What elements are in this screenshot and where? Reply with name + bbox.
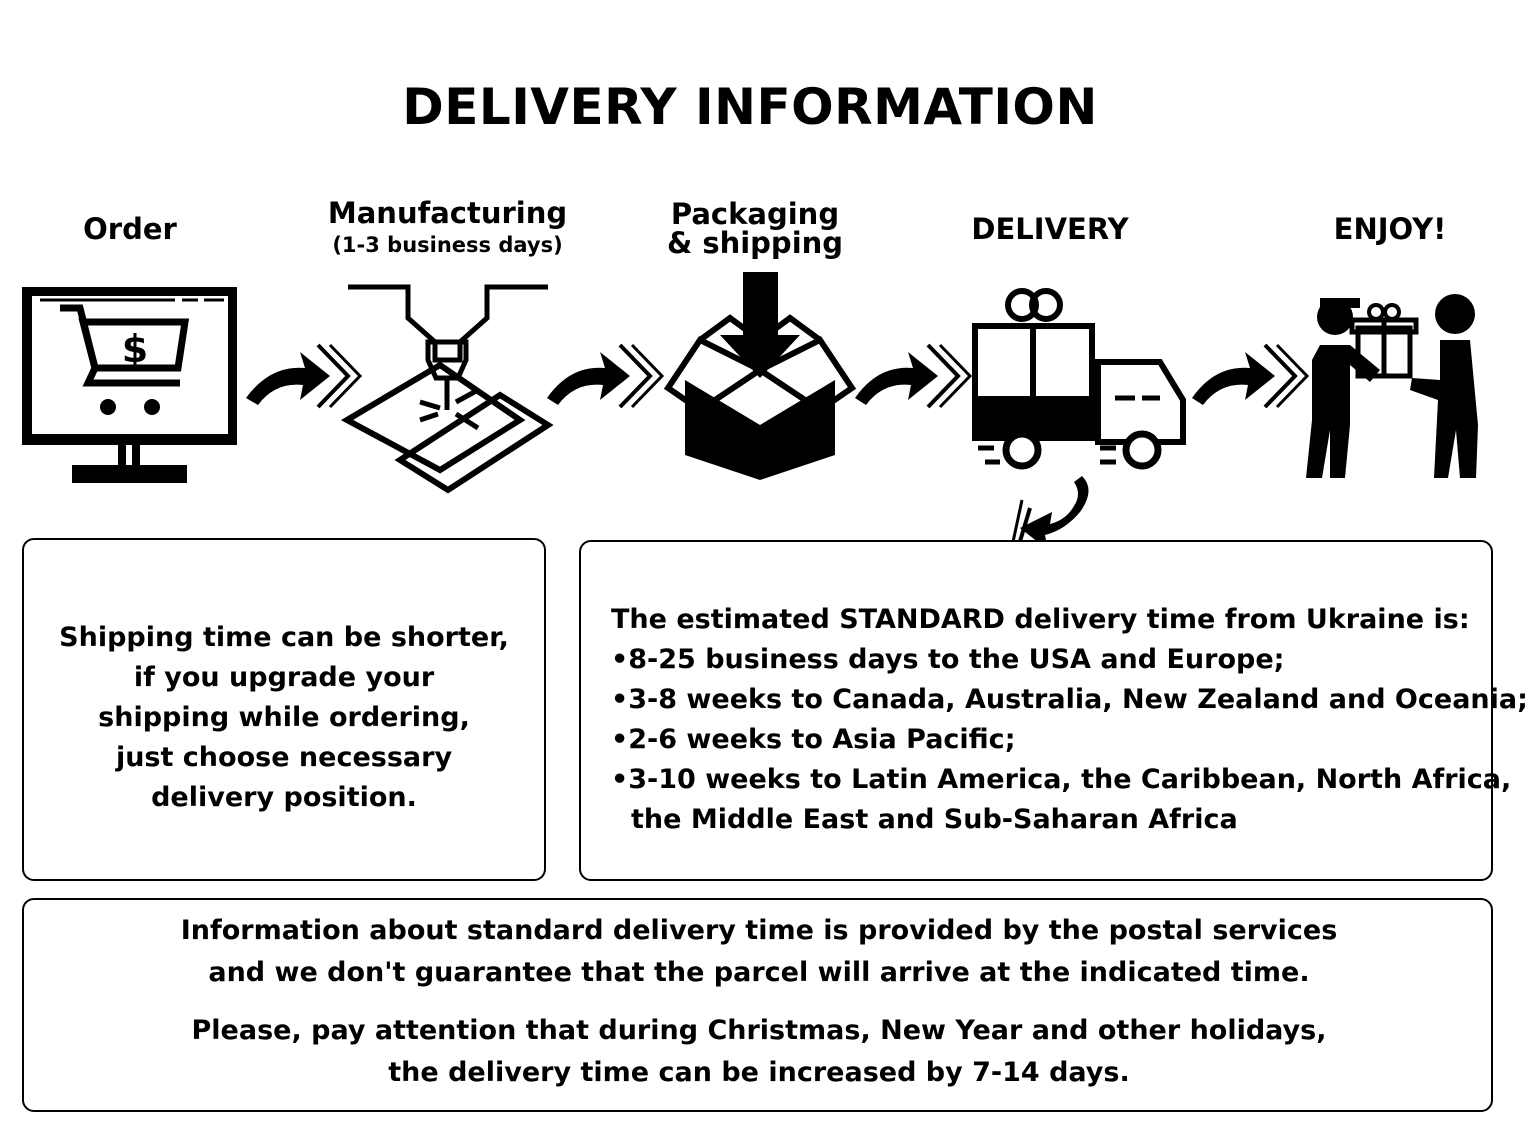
step-packaging-label: Packaging [670,197,840,231]
bullet-latin-america: •3-10 weeks to Latin America, the Caribb… [611,764,1512,795]
left-line-5: delivery position. [151,782,417,813]
left-info-box [22,538,546,881]
step-label-delivery: DELIVERY [950,212,1150,246]
step-order-label: Order [83,212,177,246]
step-enjoy-label: ENJOY! [1333,212,1447,246]
curved-arrow-icon [855,343,973,409]
step-manufacturing-sub: (1-3 business days) [332,232,563,257]
postal-disclaimer: Information about standard delivery time… [24,910,1494,994]
laser-cutting-icon [340,284,554,494]
curved-arrow-icon [246,343,363,409]
left-line-1: Shipping time can be shorter, [59,622,509,653]
step-label-enjoy: ENJOY! [1300,212,1480,246]
page-title: DELIVERY INFORMATION [402,78,1098,136]
open-box-icon [663,272,857,480]
step-label-manufacturing: Manufacturing (1-3 business days) [300,196,595,257]
left-info-text: Shipping time can be shorter, if you upg… [22,618,546,818]
right-info-box [579,540,1493,881]
left-line-3: shipping while ordering, [98,702,470,733]
process-icons: $ [22,272,1478,564]
holiday-notice: Please, pay attention that during Christ… [24,1010,1494,1094]
step-manufacturing-label: Manufacturing [327,196,568,230]
bullet-usa-europe: •8-25 business days to the USA and Europ… [611,644,1285,675]
holiday-notice-line-1: Please, pay attention that during Christ… [191,1015,1327,1046]
gift-handover-icon [1306,294,1478,478]
step-label-order: Order [40,212,220,246]
delivery-truck-icon [972,288,1186,470]
postal-disclaimer-line-2: and we don't guarantee that the parcel w… [208,957,1310,988]
bottom-info-box [22,898,1493,1112]
dollar-glyph: $ [122,327,148,371]
left-line-4: just choose necessary [115,742,453,773]
monitor-cart-icon: $ [22,287,237,483]
postal-disclaimer-line-1: Information about standard delivery time… [180,915,1338,946]
standard-delivery-intro: The estimated STANDARD delivery time fro… [611,604,1470,635]
step-label-packaging: Packaging & shipping [620,200,890,258]
step-packaging-label2: & shipping [666,226,844,260]
bullet-latin-america-cont: the Middle East and Sub-Saharan Africa [631,804,1238,835]
bullet-canada-oceania: •3-8 weeks to Canada, Australia, New Zea… [611,684,1528,715]
right-info-text: The estimated STANDARD delivery time fro… [611,600,1528,840]
bullet-asia-pacific: •2-6 weeks to Asia Pacific; [611,724,1016,755]
curved-arrow-icon [1192,343,1310,409]
left-line-2: if you upgrade your [133,662,435,693]
holiday-notice-line-2: the delivery time can be increased by 7-… [388,1057,1130,1088]
step-delivery-label: DELIVERY [971,212,1129,246]
curved-arrow-icon [547,343,665,409]
